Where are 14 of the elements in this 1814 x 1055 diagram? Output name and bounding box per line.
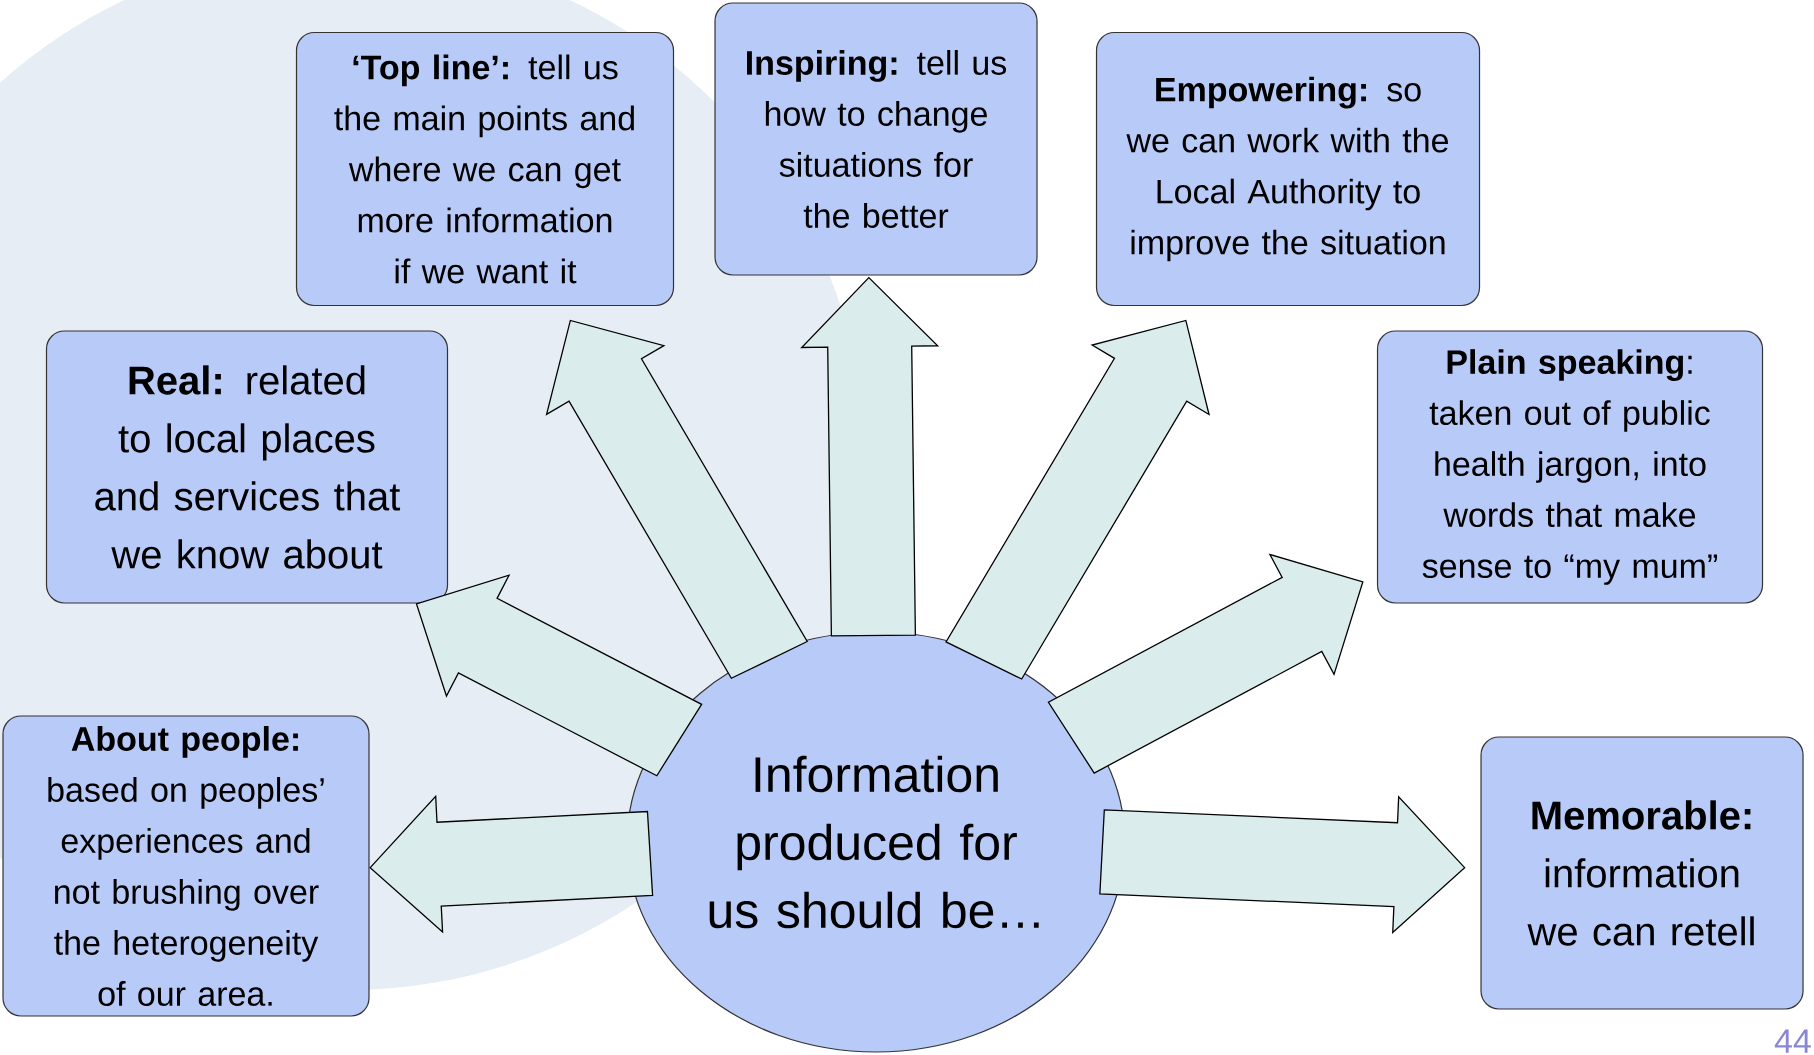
block-arrow xyxy=(945,319,1211,680)
page-number: 44 xyxy=(1774,1029,1811,1053)
block-arrow xyxy=(1047,553,1364,774)
block-arrow xyxy=(415,574,703,777)
text-box: Real: related to local places and services that we know about xyxy=(45,330,449,604)
text-box: Inspiring: tell us how to change situations for the better xyxy=(714,2,1038,276)
text-box: About people: based on peoples’ experiences and not brushing over the heterogeneity of our area. xyxy=(2,715,370,1017)
block-arrow xyxy=(369,794,654,934)
block-arrow xyxy=(800,276,940,637)
text-box: Plain speaking: taken out of public health jargon, into words that make sense to “my mum” xyxy=(1376,330,1764,604)
text-box: ‘Top line’: tell us the main points and where we can get more information if we want it xyxy=(295,31,675,307)
text-box: Memorable: information we can retell xyxy=(1480,736,1804,1010)
block-arrow xyxy=(1099,795,1466,935)
text-box: Empowering: so we can work with the Local Authority to improve the situation xyxy=(1095,31,1481,307)
